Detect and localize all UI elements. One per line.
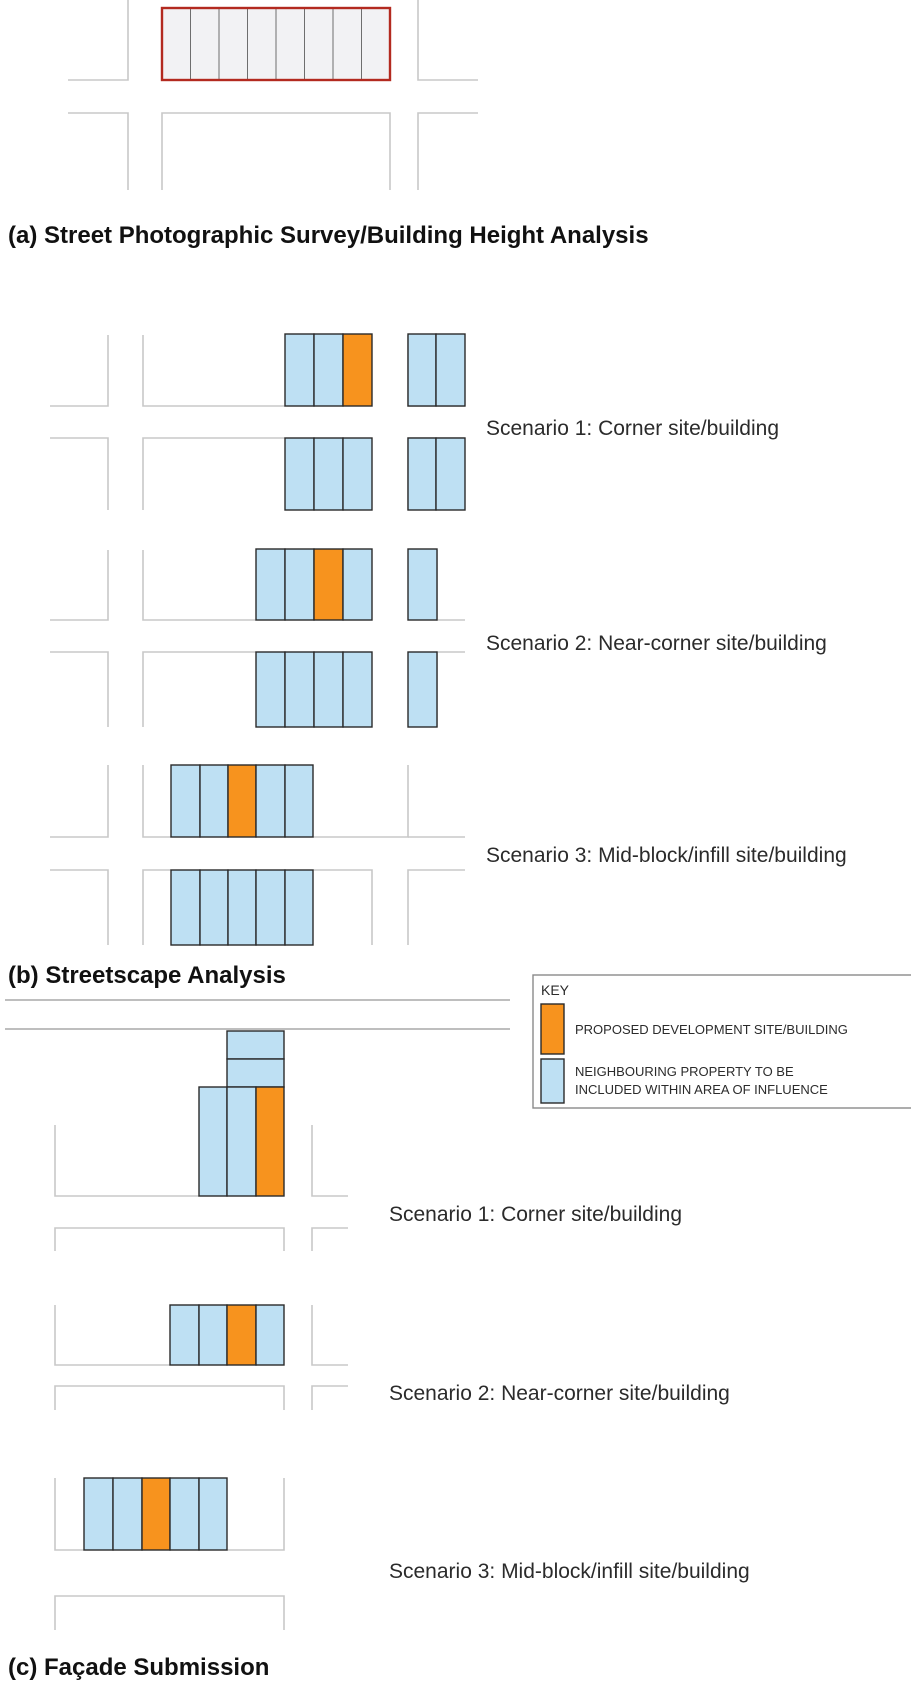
neighbouring-property bbox=[112, 1477, 143, 1551]
neighbouring-property bbox=[226, 1086, 257, 1197]
neighbouring-property bbox=[199, 764, 229, 838]
neighbouring-property bbox=[198, 1477, 228, 1551]
streetscape-diagram: Scenario 1: Corner site/building Scenari… bbox=[50, 333, 847, 946]
legend: KEY PROPOSED DEVELOPMENT SITE/BUILDING N… bbox=[532, 974, 911, 1109]
survey-building bbox=[304, 7, 334, 81]
neighbouring-property bbox=[407, 651, 438, 728]
neighbouring-property bbox=[284, 548, 315, 621]
facade-s3-row bbox=[83, 1477, 228, 1551]
streetscape-s3-bottom-row bbox=[170, 869, 314, 946]
survey-building bbox=[190, 7, 220, 81]
proposed-site bbox=[255, 1086, 285, 1197]
streetscape-s1-bottom-row bbox=[284, 437, 466, 511]
streetscape-s3-top-row bbox=[170, 764, 314, 838]
neighbouring-property bbox=[226, 1030, 285, 1060]
legend-neighbouring-swatch bbox=[540, 1058, 565, 1104]
neighbouring-property bbox=[170, 764, 201, 838]
neighbouring-property bbox=[342, 437, 373, 511]
legend-heading: KEY bbox=[541, 982, 570, 998]
neighbouring-property bbox=[198, 1086, 228, 1197]
legend-neighbouring-label-line2: INCLUDED WITHIN AREA OF INFLUENCE bbox=[575, 1082, 828, 1097]
legend-proposed-label: PROPOSED DEVELOPMENT SITE/BUILDING bbox=[575, 1022, 848, 1037]
neighbouring-property bbox=[313, 651, 344, 728]
neighbouring-property bbox=[284, 651, 315, 728]
facade-diagram: Scenario 1: Corner site/building Scenari… bbox=[54, 1030, 750, 1630]
neighbouring-property bbox=[169, 1304, 200, 1366]
streetscape-s2-top-row bbox=[255, 548, 438, 621]
survey-streets bbox=[68, 0, 478, 190]
neighbouring-property bbox=[435, 333, 466, 407]
proposed-site bbox=[342, 333, 373, 407]
neighbouring-property bbox=[407, 548, 438, 621]
neighbouring-property bbox=[170, 869, 201, 946]
neighbouring-property bbox=[83, 1477, 114, 1551]
streetscape-scenario-3 bbox=[50, 764, 465, 946]
neighbouring-property bbox=[284, 869, 314, 946]
facade-scenario-3-label: Scenario 3: Mid-block/infill site/buildi… bbox=[389, 1560, 750, 1583]
facade-scenario-1-label: Scenario 1: Corner site/building bbox=[389, 1203, 682, 1226]
facade-scenario-2-label: Scenario 2: Near-corner site/building bbox=[389, 1382, 730, 1405]
neighbouring-property bbox=[435, 437, 466, 511]
streetscape-s1-top-row bbox=[284, 333, 466, 407]
neighbouring-property bbox=[255, 651, 286, 728]
neighbouring-property bbox=[284, 333, 315, 407]
neighbouring-property bbox=[407, 437, 437, 511]
neighbouring-property bbox=[284, 437, 315, 511]
neighbouring-property bbox=[226, 1058, 285, 1088]
facade-s1-building bbox=[198, 1030, 285, 1197]
facade-scenario-1 bbox=[54, 1030, 348, 1251]
neighbouring-property bbox=[407, 333, 437, 407]
neighbouring-property bbox=[313, 437, 344, 511]
neighbouring-property bbox=[284, 764, 314, 838]
proposed-site bbox=[227, 764, 257, 838]
facade-scenario-3 bbox=[54, 1477, 285, 1630]
legend-box bbox=[532, 974, 911, 1109]
survey-building bbox=[361, 7, 391, 81]
survey-building bbox=[247, 7, 277, 81]
streetscape-scenario-3-label: Scenario 3: Mid-block/infill site/buildi… bbox=[486, 844, 847, 867]
neighbouring-property bbox=[255, 1304, 285, 1366]
facade-scenario-2 bbox=[54, 1304, 348, 1410]
neighbouring-property bbox=[255, 548, 286, 621]
survey-diagram bbox=[68, 0, 478, 190]
facade-s2-row bbox=[169, 1304, 285, 1366]
neighbouring-property bbox=[342, 651, 373, 728]
legend-neighbouring-label-line1: NEIGHBOURING PROPERTY TO BE bbox=[575, 1064, 794, 1079]
section-c-title: (c) Façade Submission bbox=[8, 1654, 269, 1681]
neighbouring-property bbox=[255, 764, 286, 838]
streetscape-scenario-2-label: Scenario 2: Near-corner site/building bbox=[486, 632, 827, 655]
legend-proposed-swatch bbox=[540, 1003, 565, 1055]
streetscape-scenario-1 bbox=[50, 333, 466, 511]
neighbouring-property bbox=[227, 869, 257, 946]
section-b-title: (b) Streetscape Analysis bbox=[8, 962, 286, 989]
neighbouring-property bbox=[198, 1304, 228, 1366]
streetscape-s2-bottom-row bbox=[255, 651, 438, 728]
streetscape-scenario-2 bbox=[50, 548, 465, 728]
neighbouring-property bbox=[169, 1477, 200, 1551]
survey-building bbox=[275, 7, 305, 81]
proposed-site bbox=[141, 1477, 171, 1551]
neighbouring-property bbox=[342, 548, 373, 621]
survey-building-row bbox=[160, 6, 392, 82]
neighbouring-property bbox=[199, 869, 229, 946]
survey-building bbox=[161, 7, 191, 81]
survey-building bbox=[218, 7, 248, 81]
neighbouring-property bbox=[255, 869, 286, 946]
streetscape-scenario-1-label: Scenario 1: Corner site/building bbox=[486, 417, 779, 440]
survey-area-outline bbox=[160, 6, 392, 82]
proposed-site bbox=[226, 1304, 257, 1366]
survey-building bbox=[332, 7, 362, 81]
proposed-site bbox=[313, 548, 344, 621]
section-a-title: (a) Street Photographic Survey/Building … bbox=[8, 222, 649, 249]
neighbouring-property bbox=[313, 333, 344, 407]
